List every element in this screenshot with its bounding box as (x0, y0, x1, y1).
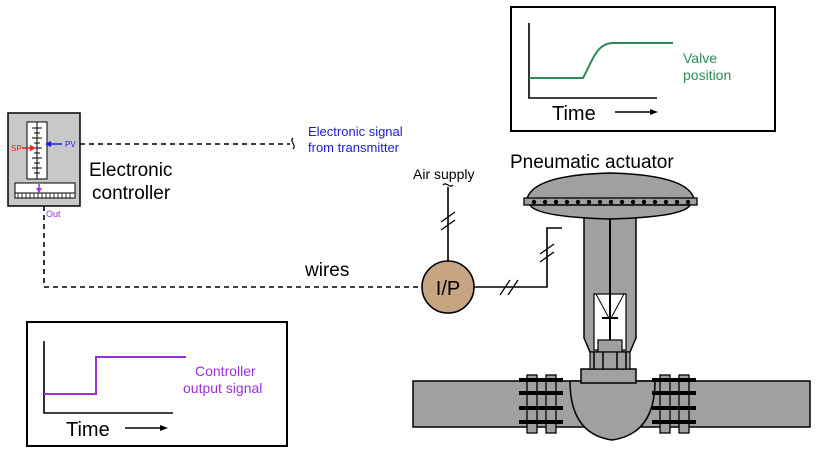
pv-pointer-head (45, 141, 51, 147)
controller-scale-ticks (32, 127, 42, 174)
signal-break-symbol (291, 137, 295, 150)
ip-label: I/P (436, 278, 460, 300)
electronic-controller: SP PV Out Electronic controller (7, 112, 172, 219)
ip-transducer-group: Air supply I/P (413, 166, 562, 314)
actuator-label: Pneumatic actuator (510, 152, 674, 173)
signal-label-line1: Electronic signal (308, 124, 403, 139)
controller-title-line1: Electronic (89, 160, 172, 181)
packing-studs (593, 352, 627, 369)
controller-output-graph: Controller output signal Time (26, 321, 288, 447)
valve-body (569, 380, 656, 441)
signal-wiring: Electronic signal from transmitter wires (43, 124, 421, 288)
wires-label: wires (304, 260, 349, 281)
valve-position-graph: Valve position Time (510, 6, 776, 132)
pipe-flange-left-b (545, 374, 557, 434)
controller-title-line2: controller (92, 183, 171, 204)
pipe-flange-right-b (678, 374, 690, 434)
sp-pointer-head (30, 145, 36, 151)
pneumatic-signal-line (474, 227, 562, 288)
control-valve: Pneumatic actuator (412, 152, 811, 441)
packing-gland (589, 351, 631, 370)
controller-sp-label: SP (11, 144, 22, 153)
valve-bonnet-flange (580, 368, 637, 384)
valve-graph-time-label: Time (552, 103, 596, 125)
valve-graph-time-arrowhead (650, 109, 658, 115)
valve-graph-axes (528, 23, 657, 99)
controller-out-label: Out (46, 209, 61, 219)
signal-label-line2: from transmitter (308, 140, 400, 155)
controller-output-wires (43, 206, 421, 288)
controller-graph-frame (26, 321, 288, 447)
flange-bolts (519, 378, 696, 424)
pipe-flange-left-a (526, 374, 538, 434)
diaphragm-bolts (531, 199, 691, 205)
valve-graph-frame (510, 6, 776, 132)
controller-graph-label-line1: Controller (195, 363, 256, 379)
controller-graph-label-line2: output signal (183, 380, 262, 396)
valve-graph-label-line2: position (683, 67, 731, 83)
output-bar-ticks (17, 193, 71, 198)
controller-output-trace (44, 356, 186, 395)
diaphragm-upper-casing (526, 172, 695, 200)
packing-nut (597, 339, 623, 353)
diaphragm-lower-casing (528, 204, 692, 220)
pipe-flange-right-a (659, 374, 671, 434)
valve-graph-label-line1: Valve (683, 50, 717, 66)
controller-graph-time-label: Time (66, 419, 110, 441)
out-pointer-head (36, 188, 42, 193)
air-supply-label: Air supply (413, 166, 474, 182)
controller-graph-time-arrowhead (160, 425, 168, 431)
controller-pv-label: PV (65, 140, 76, 149)
air-supply-break (442, 183, 454, 187)
valve-position-trace (529, 42, 673, 79)
controller-graph-axes (43, 341, 173, 414)
